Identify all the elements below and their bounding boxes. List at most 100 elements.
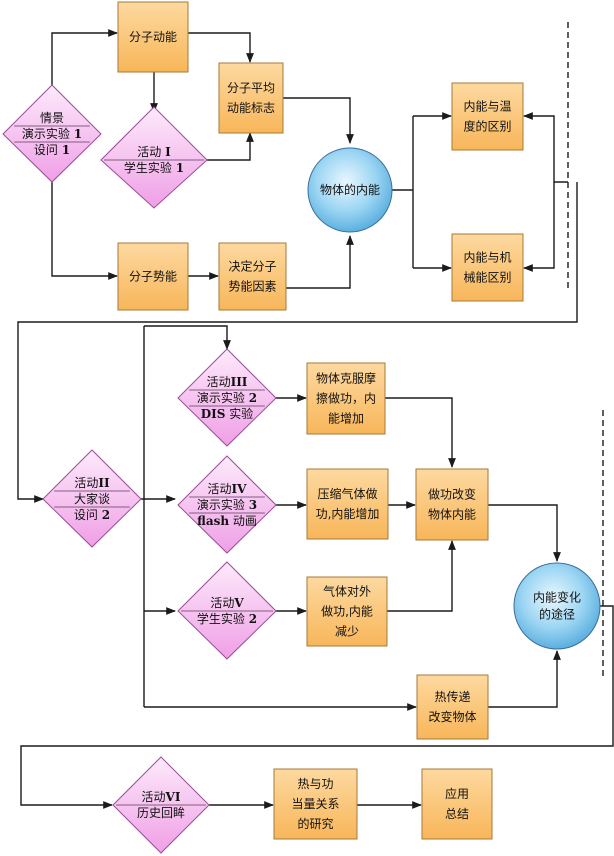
process-box <box>306 468 389 540</box>
node-label-line: 减少 <box>335 625 359 639</box>
edge-dongneng-pingjun <box>188 32 254 63</box>
process-box <box>416 674 489 740</box>
edge-qingjing-shineng <box>51 182 118 280</box>
node-label-line: 活动III <box>207 375 248 389</box>
edge-duiwai-zuogong <box>387 540 456 612</box>
edge-trunk-huodong3 <box>144 325 231 350</box>
edge-dash1-jixie <box>523 182 555 272</box>
node-label-line: 擦做功，内 <box>316 391 376 406</box>
node-label-line: 内能变化 <box>533 590 581 605</box>
node-label-line: 演示实验 3 <box>197 497 257 512</box>
process-box <box>451 82 524 151</box>
node-label-line: 度的区别 <box>463 119 511 134</box>
node-label-line: 能增加 <box>328 412 364 426</box>
concept-circle <box>513 562 601 650</box>
edge-pingjun-neineng <box>283 97 354 144</box>
process-box <box>306 576 388 647</box>
node-label-line: 物体内能 <box>428 508 476 522</box>
node-label-line: 设问 1 <box>34 143 70 157</box>
node-label-line: 压缩气体做 <box>317 486 377 501</box>
node-label-line: 热传递 <box>434 689 470 704</box>
edge-qingjing-dongneng <box>51 29 118 87</box>
node-label-line: 分子平均 <box>227 81 275 95</box>
node-label-line: 做功,内能 <box>321 604 373 619</box>
process-box <box>421 768 493 840</box>
node-label-line: 功,内能增加 <box>316 507 380 521</box>
node-label-line: 械能区别 <box>463 270 511 285</box>
node-label-line: 内能与机 <box>463 251 511 265</box>
node-label-line: 演示实验 1 <box>22 126 82 141</box>
activity-diamond <box>2 84 102 183</box>
node-fenzi-dongneng: 分子动能 <box>117 1 189 73</box>
node-label-line: 情景 <box>40 111 64 125</box>
node-label-line: 学生实验 1 <box>124 160 184 175</box>
process-box <box>117 1 189 73</box>
node-label-line: flash 动画 <box>197 514 257 528</box>
process-box <box>415 468 489 541</box>
process-box <box>117 242 189 311</box>
node-label-line: 应用 <box>445 786 469 801</box>
node-label-line: 的研究 <box>297 816 333 831</box>
node-wuti-neineng: 物体的内能 <box>307 147 393 233</box>
node-label-line: DIS 实验 <box>201 406 254 421</box>
node-label-line: 决定分子 <box>228 259 276 274</box>
edge-huodong1-pingjun <box>207 132 254 161</box>
node-label-line: 内能与温 <box>463 100 511 114</box>
node-label-line: 气体对外 <box>323 584 371 599</box>
node-label-line: 物体克服摩 <box>316 371 376 386</box>
concept-circle <box>307 147 393 233</box>
process-box <box>218 242 287 311</box>
node-label-line: 总结 <box>445 807 469 821</box>
connectors <box>17 29 614 809</box>
edge-top-to-huodong2 <box>17 182 578 503</box>
node-label-line: 的途径 <box>539 607 575 622</box>
process-box <box>306 362 386 435</box>
activity-diamond <box>177 561 277 660</box>
node-fenzi-shineng: 分子势能 <box>117 242 189 311</box>
node-label-line: 改变物体 <box>428 709 476 724</box>
node-label-line: 当量关系 <box>291 797 339 811</box>
edge-dash1-wendu <box>523 112 568 183</box>
node-label-line: 物体的内能 <box>320 182 380 197</box>
node-label-line: 活动 I <box>137 145 171 159</box>
node-label-line: 分子势能 <box>129 270 177 284</box>
node-label-line: 活动IV <box>208 482 248 496</box>
node-label-line: 学生实验 2 <box>197 611 257 626</box>
edge-mocha-zuogong <box>385 397 456 468</box>
node-label-line: 历史回眸 <box>137 805 185 820</box>
edge-zuogong-tujing <box>488 504 561 562</box>
node-label-line: 活动VI <box>142 790 181 804</box>
edge-rechuandi-tujing <box>488 650 561 708</box>
edge-jueding-neineng <box>286 235 354 289</box>
node-label-line: 活动II <box>74 476 110 490</box>
node-label-line: 大家谈 <box>74 491 110 506</box>
node-label-line: 设问 2 <box>74 508 110 522</box>
node-label-line: 热与功 <box>297 777 333 791</box>
activity-diamond <box>42 449 142 548</box>
node-label-line: 活动V <box>210 596 244 610</box>
node-label-line: 做功改变 <box>428 487 476 502</box>
activity-diamond <box>177 455 277 554</box>
process-box <box>218 62 284 134</box>
node-label-line: 分子动能 <box>129 30 177 44</box>
